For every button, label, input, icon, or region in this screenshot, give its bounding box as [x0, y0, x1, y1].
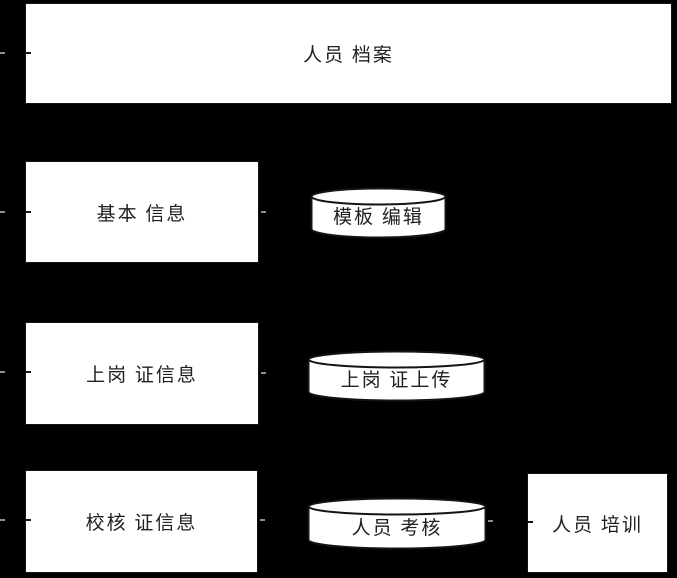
cylinder-shape: [310, 187, 447, 239]
connector-stub: [261, 372, 266, 374]
connector-stub: [26, 519, 31, 521]
node-work-permit-info-label: 上岗 证信息: [86, 365, 198, 386]
node-personnel-assessment-label: 人员 考核: [351, 517, 443, 539]
cylinder-shape: [307, 350, 486, 402]
connector-stub: [0, 519, 5, 521]
node-basic-info-label: 基本 信息: [96, 203, 188, 225]
connector-stub: [26, 211, 31, 213]
connector-stub: [528, 521, 533, 523]
node-personnel-archive: 人员 档案: [25, 3, 672, 104]
cylinder-shape: [307, 497, 487, 550]
node-template-edit: 模板 编辑: [310, 187, 447, 239]
node-template-edit-label: 模板 编辑: [333, 207, 424, 228]
node-personnel-training: 人员 培训: [527, 473, 668, 573]
node-personnel-training-label: 人员 培训: [552, 514, 643, 536]
connector-stub: [0, 52, 5, 54]
connector-stub: [260, 519, 265, 521]
connector-stub: [0, 371, 5, 373]
connector-stub: [261, 211, 266, 213]
connector-stub: [26, 52, 31, 54]
node-basic-info: 基本 信息: [25, 161, 259, 263]
connector-stub: [26, 371, 31, 373]
node-work-permit-upload-label: 上岗 证上传: [340, 370, 453, 391]
node-work-permit-info: 上岗 证信息: [25, 322, 259, 425]
node-verification-cert-info-label: 校核 证信息: [85, 513, 198, 534]
node-personnel-archive-label: 人员 档案: [303, 45, 394, 66]
node-personnel-assessment: 人员 考核: [307, 497, 487, 550]
connector-stub: [0, 211, 5, 213]
node-verification-cert-info: 校核 证信息: [25, 470, 258, 573]
connector-stub: [488, 520, 493, 522]
node-work-permit-upload: 上岗 证上传: [307, 350, 486, 402]
